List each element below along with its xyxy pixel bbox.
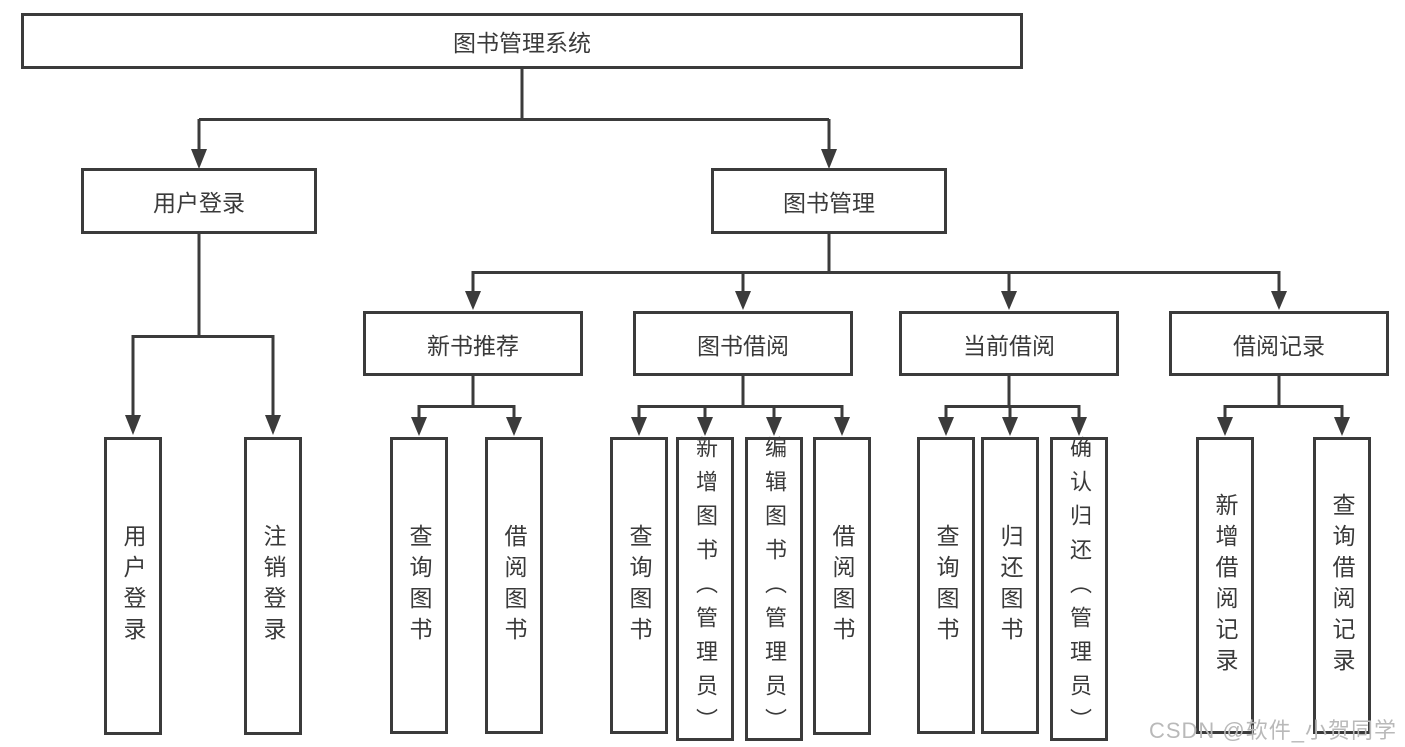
leaf-user-login: 用户登录 [104,437,162,735]
arrow-down-icon [1071,417,1087,436]
arrow-down-icon [821,149,837,169]
node-label: 用户登录 [153,190,245,216]
node-label: 当前借阅 [963,332,1055,359]
leaf-query-books: 查询图书 [917,437,975,734]
node-label: 确认归还（管理员） [1067,436,1092,742]
node-label: 借阅图书 [829,524,855,648]
node-label: 查询借阅记录 [1329,492,1355,679]
arrow-down-icon [125,415,141,435]
node-label: 注销登录 [260,524,286,648]
leaf-logout: 注销登录 [244,437,302,735]
arrow-down-icon [1334,417,1350,436]
node-label: 新增图书（管理员） [693,436,718,742]
node-library-management-system: 图书管理系统 [21,13,1023,69]
node-user-login: 用户登录 [81,168,317,234]
node-label: 查询图书 [933,523,959,648]
arrow-down-icon [834,417,850,436]
node-label: 图书管理系统 [453,30,591,56]
node-label: 新书推荐 [427,332,519,359]
arrow-down-icon [938,417,954,436]
node-book-borrowing: 图书借阅 [633,311,853,376]
arrow-down-icon [265,415,281,435]
node-label: 借阅记录 [1233,332,1325,359]
arrow-down-icon [465,291,481,310]
node-label: 图书借阅 [697,332,789,359]
node-borrowing-records: 借阅记录 [1169,311,1389,376]
arrow-down-icon [411,417,427,436]
arrow-down-icon [1001,291,1017,310]
node-label: 查询图书 [626,523,652,648]
watermark-text: CSDN @软件_小贺同学 [1148,718,1397,743]
arrow-down-icon [1217,417,1233,436]
leaf-query-borrow-record: 查询借阅记录 [1313,437,1371,734]
leaf-add-borrow-record: 新增借阅记录 [1196,437,1254,734]
arrow-down-icon [1271,291,1287,310]
node-book-management: 图书管理 [711,168,947,234]
leaf-add-books-admin: 新增图书（管理员） [676,436,734,742]
arrow-down-icon [735,291,751,310]
node-label: 借阅图书 [501,523,527,648]
arrow-down-icon [697,417,713,436]
arrow-down-icon [191,149,207,169]
leaf-query-books: 查询图书 [610,437,668,734]
leaf-borrow-books: 借阅图书 [813,437,871,735]
leaf-confirm-return-admin: 确认归还（管理员） [1050,436,1108,742]
arrow-down-icon [506,417,522,436]
leaf-borrow-books: 借阅图书 [485,437,543,734]
node-label: 新增借阅记录 [1212,492,1238,679]
leaf-query-books: 查询图书 [390,437,448,734]
node-label: 用户登录 [120,524,146,648]
arrow-down-icon [1002,417,1018,436]
node-label: 查询图书 [406,523,432,648]
node-label: 编辑图书（管理员） [762,436,787,742]
node-label: 图书管理 [783,190,875,216]
arrow-down-icon [631,417,647,436]
arrow-down-icon [766,417,782,436]
node-new-book-recommend: 新书推荐 [363,311,583,376]
leaf-edit-books-admin: 编辑图书（管理员） [745,436,803,742]
node-current-borrowing: 当前借阅 [899,311,1119,376]
node-label: 归还图书 [997,523,1023,648]
leaf-return-books: 归还图书 [981,437,1039,734]
arrowheads-group [125,149,1350,436]
